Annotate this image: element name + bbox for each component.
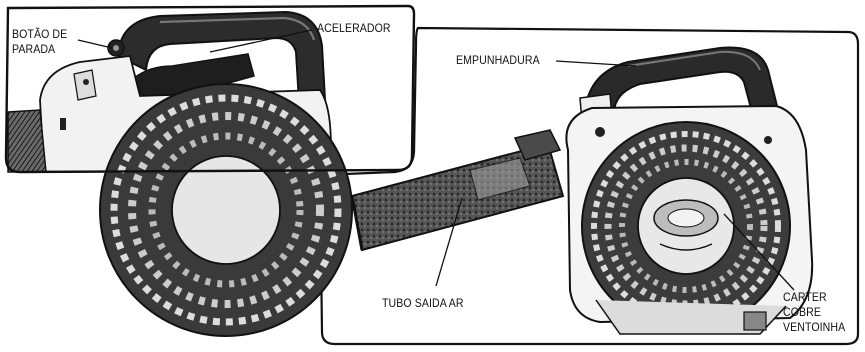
label-handle-text: EMPUNHADURA	[456, 53, 540, 68]
label-outlet-tube: TUBO SAIDA AR	[382, 296, 464, 311]
label-stop-button-line-1: BOTÃO DE	[12, 27, 67, 42]
label-stop-button: BOTÃO DE PARADA	[12, 27, 67, 57]
label-fan-cover-line-1: CARTER	[783, 290, 845, 305]
label-throttle-text: ACELERADOR	[317, 21, 391, 36]
label-fan-cover: CARTER COBRE VENTOINHA	[783, 290, 845, 335]
label-outlet-tube-text: TUBO SAIDA AR	[382, 296, 464, 311]
label-fan-cover-line-2: COBRE	[783, 305, 845, 320]
label-throttle: ACELERADOR	[317, 21, 391, 36]
label-handle: EMPUNHADURA	[456, 53, 540, 68]
label-fan-cover-line-3: VENTOINHA	[783, 320, 845, 335]
label-stop-button-line-2: PARADA	[12, 42, 67, 57]
